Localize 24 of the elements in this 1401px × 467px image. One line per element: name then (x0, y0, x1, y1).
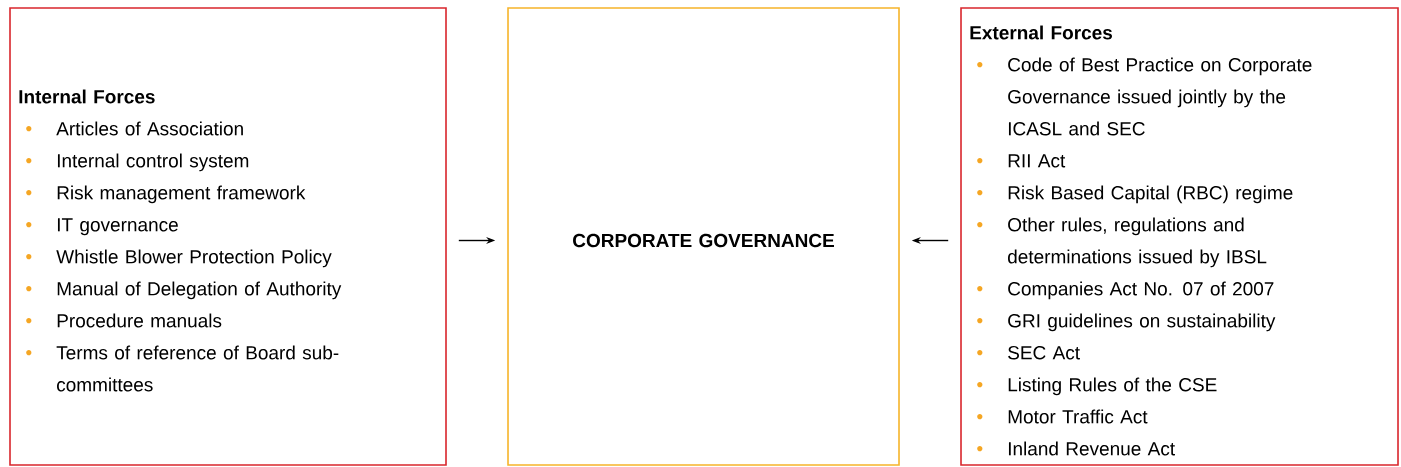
content-box (507, 7, 900, 466)
list-item: IT governance (26, 218, 178, 236)
list-item: SEC Act (977, 346, 1080, 360)
heading: External Forces (970, 25, 1113, 40)
list-item: GRI guidelines on sustainability (977, 313, 1276, 332)
list-item: Procedure manuals (26, 313, 222, 328)
title-text: CORPORATE GOVERNANCE (573, 233, 834, 248)
list-item: Other rules, regulations and determinations issued by IBSL (977, 217, 1267, 268)
list-item: Risk management framework (26, 185, 306, 204)
list-item: Risk Based Capital (RBC) regime (977, 185, 1293, 204)
list-item: Manual of Delegation of Authority (26, 281, 342, 300)
list-item: Articles of Association (26, 121, 243, 136)
list-item: Internal control system (26, 153, 249, 172)
content-box (960, 7, 1399, 466)
list-item: Listing Rules of the CSE (977, 377, 1217, 396)
list-item: Whistle Blower Protection Policy (26, 249, 332, 268)
list-item: Code of Best Practice on Corporate Governance issued jointly by the ICASL and SEC (977, 57, 1312, 136)
list-item: Companies Act No. 07 of 2007 (977, 281, 1274, 300)
list-item: Motor Traffic Act (977, 409, 1148, 424)
content-box (9, 7, 447, 466)
list-item: Terms of reference of Board sub-committees (26, 345, 339, 392)
heading: Internal Forces (19, 89, 155, 104)
list-item: RII Act (977, 154, 1066, 168)
list-item: Inland Revenue Act (977, 441, 1175, 456)
